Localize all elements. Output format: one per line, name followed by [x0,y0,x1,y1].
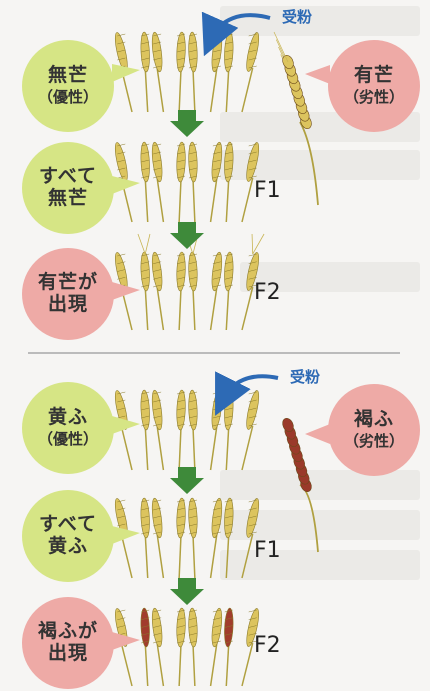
wheat-stalk-parent-yellow [176,390,186,470]
parent-recessive-bubble: 有芒 （劣性） [328,40,420,132]
bubble-title: 無芒 [48,65,88,87]
wheat-stalk-parent-awnless [176,32,186,112]
pollination-label: 受粉 [290,366,320,387]
section-divider [28,352,400,354]
wheat-stalk-parent-yellow [188,390,198,470]
f2-result-bubble: 有芒が 出現 [22,248,114,340]
generation-label-f1: F1 [254,538,281,563]
wheat-stalk-parent-yellow [140,390,150,470]
wheat-stalk-parent-yellow [210,390,224,470]
down-arrow-icon [170,222,204,249]
generation-label-f2: F2 [254,633,281,658]
f1-result-bubble: すべて 無芒 [22,142,114,234]
wheat-stalk-parent-awnless [150,32,164,112]
wheat-stalk-parent-awnless [188,32,198,112]
wheat-stalk-f2 [138,234,150,330]
wheat-stalk-f1 [150,142,164,222]
f2-result-bubble: 褐ふが 出現 [22,597,114,689]
wheat-stalk-f2 [186,234,198,330]
bubble-subtitle: （劣性） [344,89,404,106]
wheat-stalk-f2 [150,252,163,330]
wheat-stalk-f1 [188,142,198,222]
bubble-title: 褐ふ [354,409,394,431]
bubble-subtitle: （劣性） [344,433,404,450]
wheat-stalk-parent-yellow [242,390,261,470]
wheat-stalk-f1-yellow [176,498,186,578]
wheat-stalk-f1 [140,142,150,222]
wheat-stalk-f2-mixed [210,608,223,686]
down-arrow-icon [170,578,204,605]
wheat-stalk-f2-mixed [176,608,186,686]
bubble-title: 黄ふ [48,407,88,429]
wheat-stalk-f1 [176,142,186,222]
wheat-stalk-parent-yellow [224,390,234,470]
down-arrow-icon [170,467,204,494]
wheat-stalk-f1-yellow [224,498,234,578]
generation-label-f2: F2 [254,280,281,305]
wheat-stalk-f2 [224,252,234,330]
wheat-stalk-parent-awnless [224,32,234,112]
pollination-label: 受粉 [282,6,312,27]
wheat-stalk-f2-mixed [150,608,163,686]
wheat-stalk-f1 [224,142,234,222]
wheat-stalk-f2 [176,252,186,330]
wheat-stalk-f1-yellow [210,498,224,578]
wheat-stalk-f2-mixed [188,608,198,686]
bubble-title: 有芒 [354,65,394,87]
bubble-title: 褐ふが 出現 [38,621,98,665]
bubble-title: すべて 無芒 [39,166,97,210]
wheat-stalk-f1-yellow [150,498,164,578]
wheat-stalk-parent-awnless [242,32,261,112]
wheat-stalk-f2 [210,252,223,330]
wheat-stalk-parent-yellow [150,390,164,470]
parent-dominant-bubble: 黄ふ （優性） [22,382,114,474]
wheat-stalk-parent-awnless [140,32,150,112]
wheat-stalk-f1-yellow [140,498,150,578]
parent-dominant-bubble: 無芒 （優性） [22,40,114,132]
bubble-title: すべて 黄ふ [39,514,97,558]
bubble-subtitle: （優性） [38,89,98,106]
wheat-stalk-f2-mixed [224,608,234,686]
bubble-title: 有芒が 出現 [38,272,98,316]
wheat-stalk-parent-awnless [210,32,224,112]
f1-result-bubble: すべて 黄ふ [22,490,114,582]
bubble-subtitle: （優性） [38,431,98,448]
wheat-stalk-f1-yellow [188,498,198,578]
parent-recessive-bubble: 褐ふ （劣性） [328,384,420,476]
wheat-stalk-f1 [210,142,224,222]
wheat-stalk-f2-mixed [140,608,150,686]
generation-label-f1: F1 [254,178,281,203]
down-arrow-icon [170,110,204,137]
